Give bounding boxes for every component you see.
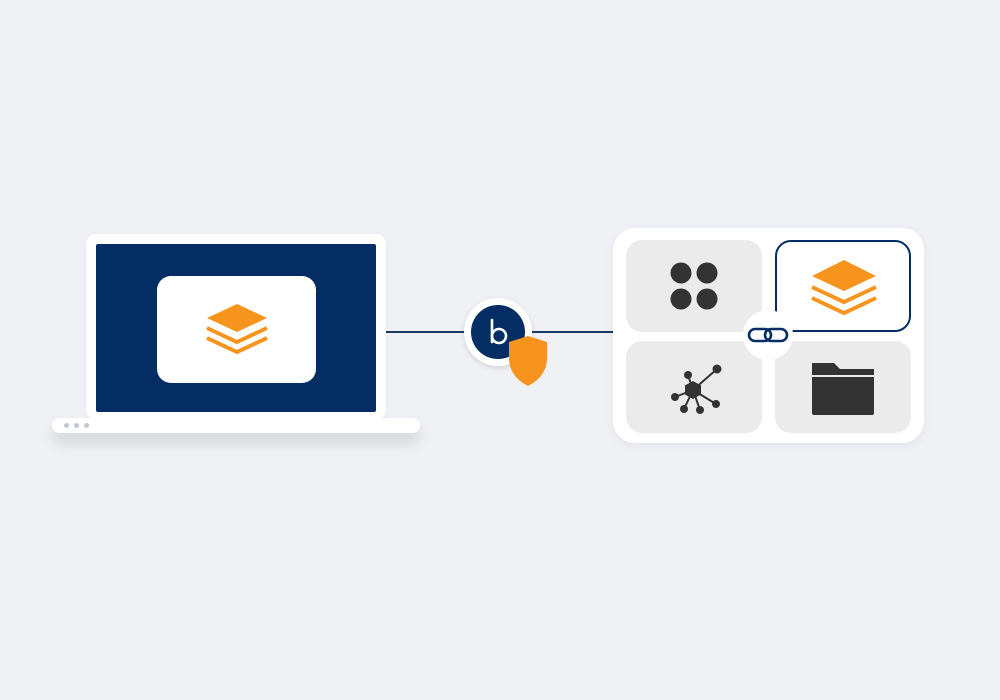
- folder-icon: [812, 363, 874, 415]
- tile-folder[interactable]: [775, 341, 911, 433]
- gateway-node: [464, 298, 532, 366]
- laptop-icon: [86, 234, 386, 420]
- network-hub-icon: [671, 364, 722, 414]
- tile-apps[interactable]: [626, 240, 762, 332]
- indicator-dot: [64, 423, 69, 428]
- tile-layers-selected[interactable]: [775, 240, 911, 332]
- indicator-dot: [84, 423, 89, 428]
- connector-client-gateway: [386, 331, 476, 333]
- link-badge: [743, 310, 793, 360]
- tile-network[interactable]: [626, 341, 762, 433]
- laptop-base: [52, 418, 420, 433]
- laptop-screen: [96, 244, 376, 412]
- connector-gateway-workspace: [530, 331, 616, 333]
- layers-icon: [206, 304, 268, 355]
- link-icon: [747, 327, 789, 343]
- layers-icon: [811, 260, 877, 316]
- indicator-dot: [74, 423, 79, 428]
- apps-grid-icon: [670, 262, 718, 310]
- shield-icon: [509, 336, 547, 386]
- app-window: [157, 276, 316, 383]
